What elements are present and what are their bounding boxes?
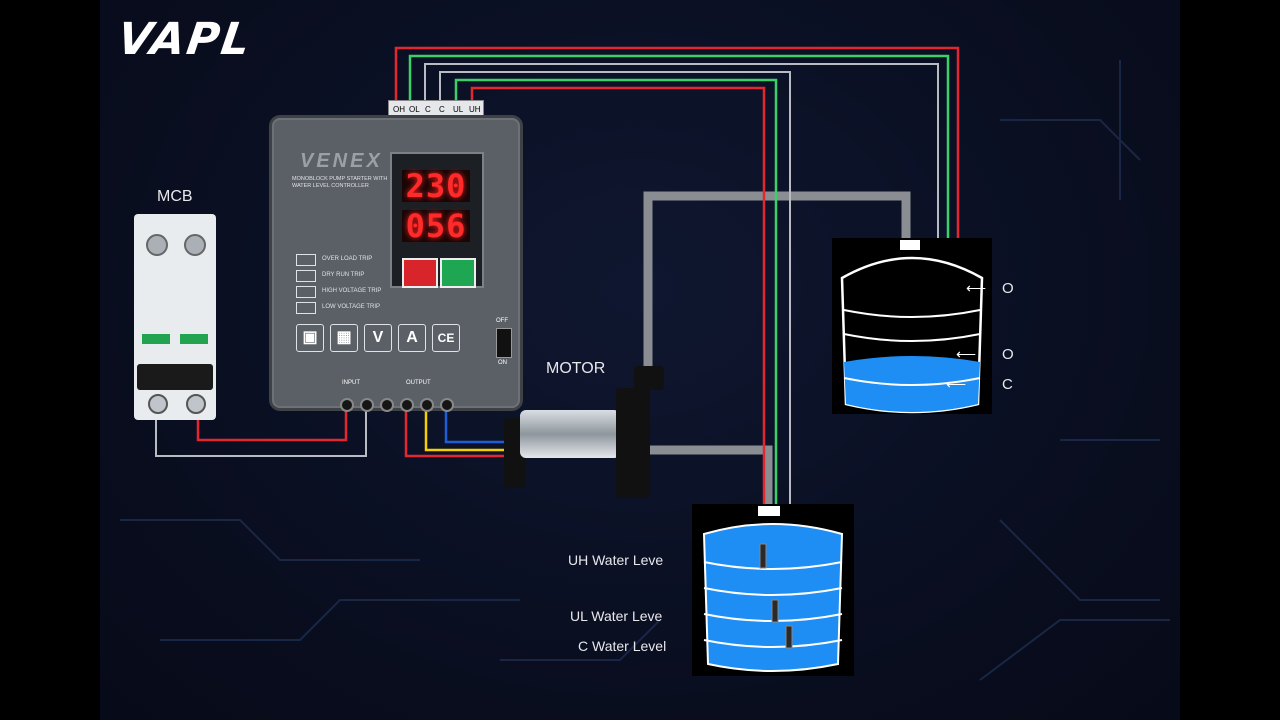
wire-mcb-live — [196, 402, 348, 442]
upper-arrow-c: ⟵ — [946, 376, 967, 392]
trip-icon-hv — [296, 286, 316, 298]
controller-brand: VENEX — [300, 150, 383, 172]
mcb-screw-right — [186, 394, 206, 414]
power-switch[interactable] — [496, 328, 512, 358]
upper-label-o2: O — [1002, 346, 1014, 363]
term-ol: OL — [409, 105, 420, 114]
switch-off-label: OFF — [496, 318, 508, 324]
ce-icon: CE — [432, 324, 460, 352]
terminal-r — [400, 398, 414, 412]
term-oh: OH — [393, 105, 405, 114]
trip-icon-dr — [296, 270, 316, 282]
terminal-n — [360, 398, 374, 412]
pipe-lower — [648, 445, 773, 506]
mcb-breaker — [134, 214, 216, 420]
pump-head — [616, 388, 650, 498]
wiring-layer — [120, 46, 1170, 681]
pump-outlet — [634, 366, 664, 390]
mcb-knob-right — [184, 234, 206, 256]
trip-highvoltage: HIGH VOLTAGE TRIP — [322, 288, 382, 294]
wire-c2 — [439, 71, 791, 640]
diagram-canvas: VAPL OH OL C C UL UH — [100, 0, 1180, 720]
current-display: 056 — [402, 210, 470, 242]
trip-icon-lv — [296, 302, 316, 314]
wire-uh — [470, 86, 766, 560]
term-ul: UL — [453, 105, 464, 114]
mcb-status-right — [180, 334, 208, 344]
trip-overload: OVER LOAD TRIP — [322, 256, 373, 262]
pump-controller: VENEX MONOBLOCK PUMP STARTER WITH WATER … — [272, 118, 520, 412]
c-level-label: C Water Level — [578, 638, 667, 654]
terminal-y — [420, 398, 434, 412]
trip-lowvoltage: LOW VOLTAGE TRIP — [322, 304, 381, 310]
digital-icon: ▣ — [296, 324, 324, 352]
lower-tank-drawing — [702, 506, 844, 672]
upper-arrow-o1: ⟵ — [966, 280, 987, 296]
term-c1: C — [425, 105, 431, 114]
input-label: INPUT — [342, 380, 360, 386]
wire-ul — [454, 78, 778, 610]
upper-label-o1: O — [1002, 280, 1014, 297]
terminal-strip: OH OL C C UL UH — [388, 100, 484, 120]
stop-button[interactable] — [402, 258, 438, 288]
term-c2: C — [439, 105, 445, 114]
voltage-icon: V — [364, 324, 392, 352]
wire-ol — [408, 54, 950, 330]
start-button[interactable] — [440, 258, 476, 288]
terminal-l — [340, 398, 354, 412]
upper-tank-frame — [832, 238, 992, 414]
wire-out-r — [404, 402, 524, 458]
trip-icon-ol — [296, 254, 316, 266]
wire-oh — [394, 46, 960, 290]
upper-arrow-o2: ⟵ — [956, 346, 977, 362]
wire-out-b — [444, 402, 524, 444]
trip-dryrun: DRY RUN TRIP — [322, 272, 365, 278]
mcb-lever[interactable] — [137, 364, 213, 390]
mcb-knob-left — [146, 234, 168, 256]
wire-out-y — [424, 402, 524, 452]
uh-level-label: UH Water Leve — [568, 552, 664, 568]
wire-c1 — [424, 63, 939, 362]
terminal-earth — [380, 398, 394, 412]
lower-tank-frame — [692, 504, 854, 676]
smd-icon: ▦ — [330, 324, 358, 352]
mcb-label: MCB — [157, 188, 193, 205]
current-icon: A — [398, 324, 426, 352]
ul-level-label: UL Water Leve — [570, 608, 663, 624]
wire-mcb-neutral — [155, 402, 367, 457]
motor-label: MOTOR — [546, 360, 606, 377]
motor-body — [520, 410, 620, 458]
term-uh: UH — [469, 105, 481, 114]
switch-on-label: ON — [498, 360, 507, 366]
terminal-b — [440, 398, 454, 412]
mcb-status-left — [142, 334, 170, 344]
mcb-screw-left — [148, 394, 168, 414]
upper-tank-drawing — [840, 240, 984, 414]
display-panel: 230 056 — [390, 152, 484, 288]
output-label: OUTPUT — [406, 380, 431, 386]
upper-label-c: C — [1002, 376, 1013, 393]
controller-subtitle: MONOBLOCK PUMP STARTER WITH WATER LEVEL … — [292, 176, 388, 189]
voltage-display: 230 — [402, 170, 470, 202]
